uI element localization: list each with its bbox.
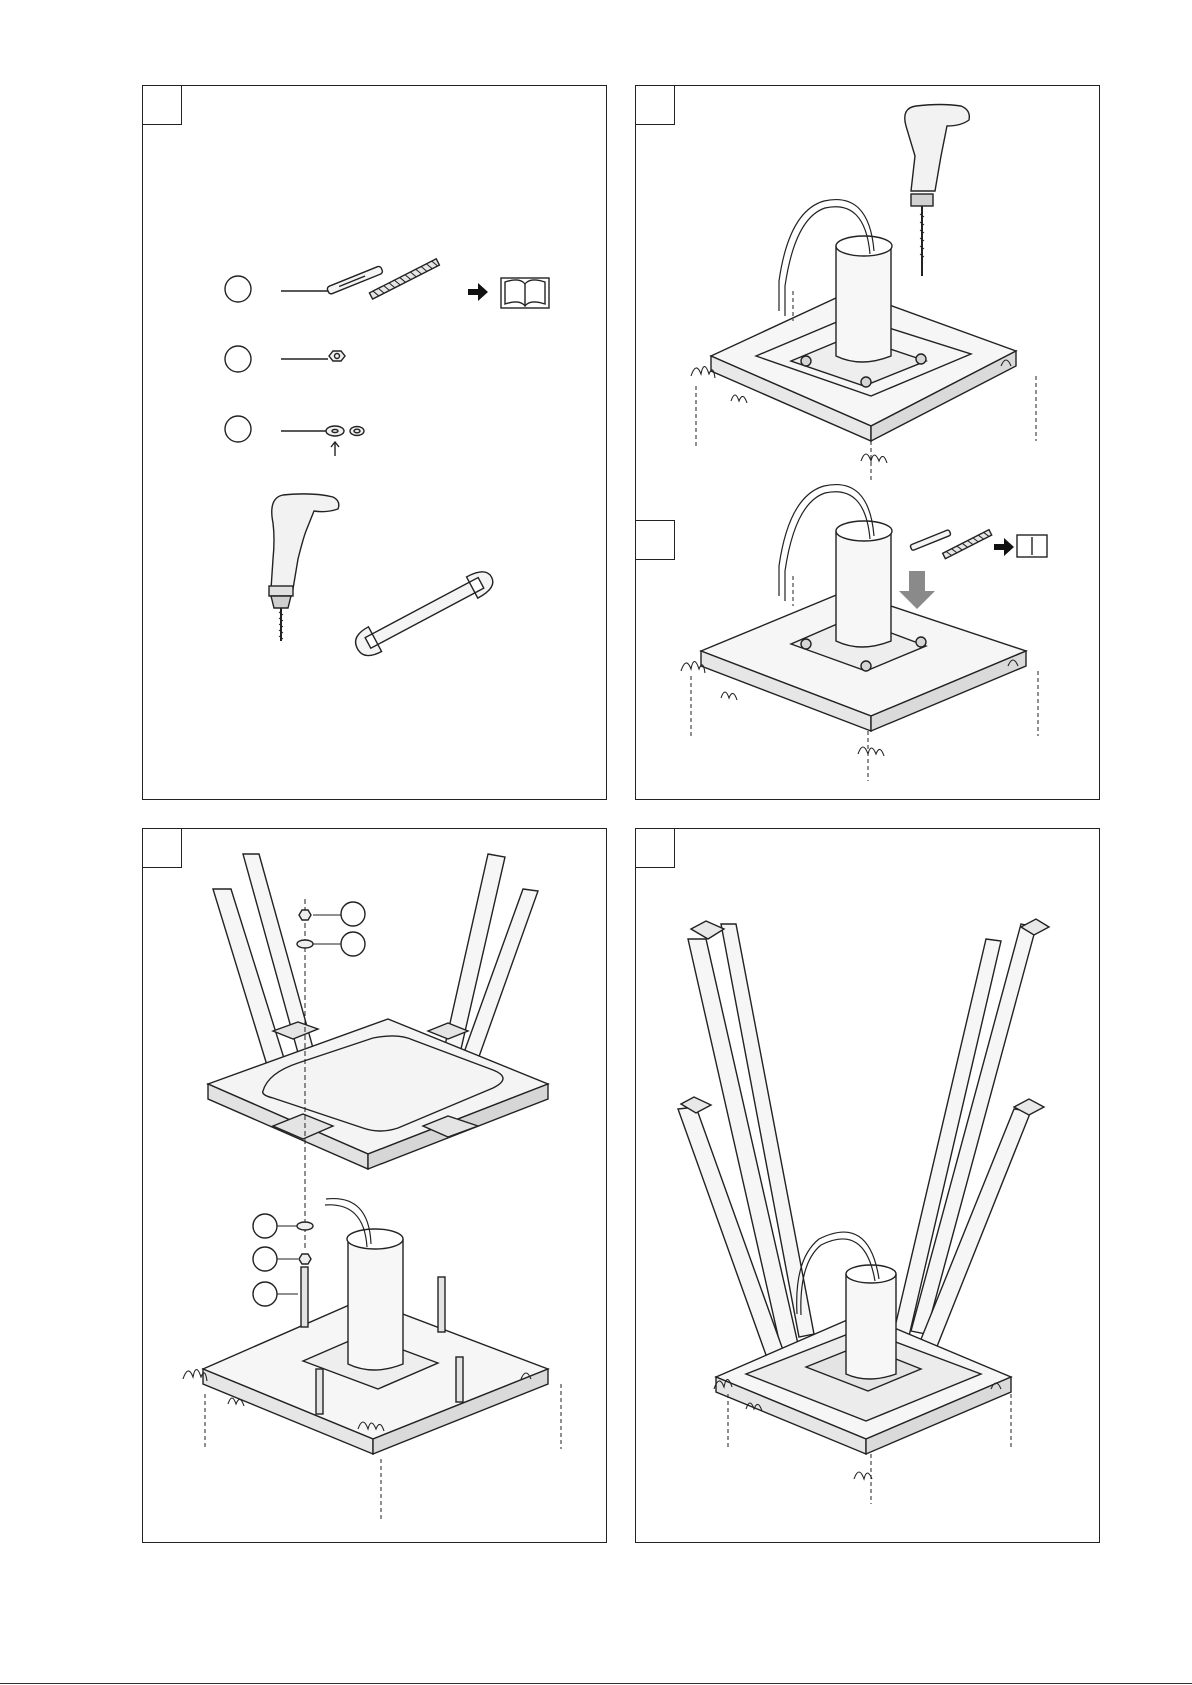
drill-icon bbox=[269, 494, 339, 641]
part-callout-circle bbox=[225, 346, 251, 372]
page-bottom-rule bbox=[0, 1683, 1192, 1684]
drill-holes-illustration bbox=[636, 86, 1101, 801]
part-callout-circle bbox=[225, 276, 251, 302]
panel-drill-and-anchor bbox=[635, 85, 1100, 800]
nut-icon bbox=[299, 1254, 311, 1264]
nut-icon bbox=[329, 351, 345, 361]
pole-icon bbox=[347, 1229, 403, 1370]
drill-icon bbox=[905, 105, 970, 277]
book-icon bbox=[1017, 535, 1047, 557]
pole-icon bbox=[846, 1265, 896, 1379]
part-callout-circle bbox=[253, 1247, 277, 1271]
part-callout-circle bbox=[253, 1214, 277, 1238]
part-callout-circle bbox=[253, 1282, 277, 1306]
panel-attach-legs bbox=[635, 828, 1100, 1543]
nut-icon bbox=[299, 910, 311, 920]
washer-icon bbox=[326, 426, 364, 456]
wrench-icon bbox=[351, 565, 498, 661]
panel-tools-and-parts bbox=[142, 85, 607, 800]
attach-legs-illustration bbox=[636, 829, 1101, 1544]
mount-frame-illustration bbox=[143, 829, 608, 1544]
panel-mount-frame bbox=[142, 828, 607, 1543]
anchor-sleeve-icon bbox=[910, 529, 951, 550]
parts-illustration bbox=[143, 86, 608, 801]
part-callout-circle bbox=[225, 416, 251, 442]
washer-icon bbox=[297, 1222, 313, 1230]
part-callout-circle bbox=[341, 902, 365, 926]
pole-icon bbox=[836, 521, 892, 647]
washer-icon bbox=[297, 940, 313, 948]
bolt-icon bbox=[369, 259, 439, 299]
pole-icon bbox=[836, 236, 892, 362]
arrow-icon bbox=[899, 571, 935, 609]
book-icon bbox=[501, 278, 549, 308]
arrow-icon bbox=[468, 283, 488, 301]
arrow-icon bbox=[994, 538, 1014, 556]
part-callout-circle bbox=[341, 932, 365, 956]
